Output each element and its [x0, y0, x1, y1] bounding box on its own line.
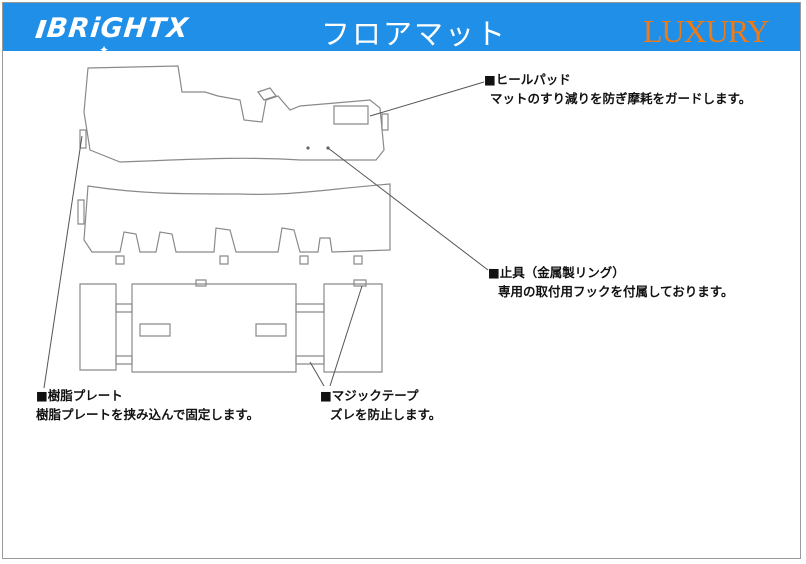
front-mat-outline — [83, 65, 385, 163]
page-frame — [2, 2, 801, 559]
third-row-right-mat — [323, 283, 383, 373]
second-row-tab-1 — [115, 255, 125, 265]
second-row-tab-2 — [219, 255, 229, 265]
second-row-tab-3 — [299, 255, 309, 265]
third-row-center-mat — [131, 283, 297, 373]
magic-tape-heading: ■マジックテープ — [320, 388, 419, 403]
third-row-tab-2 — [353, 279, 367, 287]
second-row-mat-outline — [83, 183, 391, 253]
heel-pad-heading: ■ヒールパッド — [484, 72, 571, 87]
third-row-center-pad-left — [139, 323, 171, 337]
heel-pad-description: マットのすり減りを防ぎ摩耗をガードします。 — [490, 91, 752, 106]
heel-pad — [333, 105, 369, 125]
second-row-tab-4 — [353, 255, 363, 265]
third-row-tab-1 — [195, 279, 207, 287]
fastener-dot-1 — [306, 146, 310, 150]
front-mat-notch — [257, 87, 277, 101]
fastener-callout: ■止具（金属製リング） 専用の取付用フックを付属しております。 — [488, 263, 734, 301]
magic-tape-2 — [115, 355, 133, 365]
resin-plate-heading: ■樹脂プレート — [36, 388, 123, 403]
fastener-description: 専用の取付用フックを付属しております。 — [498, 284, 734, 299]
front-mat-clip-left — [79, 129, 87, 149]
resin-plate-leader — [43, 135, 83, 389]
magic-tape-1 — [115, 303, 133, 313]
magic-tape-leader-a — [329, 285, 363, 387]
magic-tape-leader-b — [309, 361, 325, 387]
third-row-left-mat — [79, 283, 117, 371]
page-title: フロアマット — [321, 17, 508, 51]
heel-pad-leader — [369, 81, 485, 117]
magic-tape-3 — [295, 303, 325, 313]
fastener-leader — [327, 147, 489, 271]
magic-tape-callout: ■マジックテープ ズレを防止します。 — [320, 386, 441, 424]
fastener-heading: ■止具（金属製リング） — [488, 265, 625, 280]
resin-plate-description: 樹脂プレートを挟み込んで固定します。 — [36, 407, 260, 422]
resin-plate-callout: ■樹脂プレート 樹脂プレートを挟み込んで固定します。 — [36, 386, 259, 424]
sparkle-icon: ✦ — [99, 43, 110, 57]
second-row-clip-left — [77, 199, 85, 225]
header-bar: BRiGHTX ✦ フロアマット LUXURY — [3, 3, 800, 57]
magic-tape-description: ズレを防止します。 — [330, 407, 442, 422]
third-row-center-pad-right — [255, 323, 287, 337]
magic-tape-4 — [295, 355, 325, 365]
front-mat-clip-right — [381, 113, 389, 131]
heel-pad-callout: ■ヒールパッド マットのすり減りを防ぎ摩耗をガードします。 — [484, 70, 751, 108]
luxury-brand: LUXURY — [643, 13, 770, 49]
